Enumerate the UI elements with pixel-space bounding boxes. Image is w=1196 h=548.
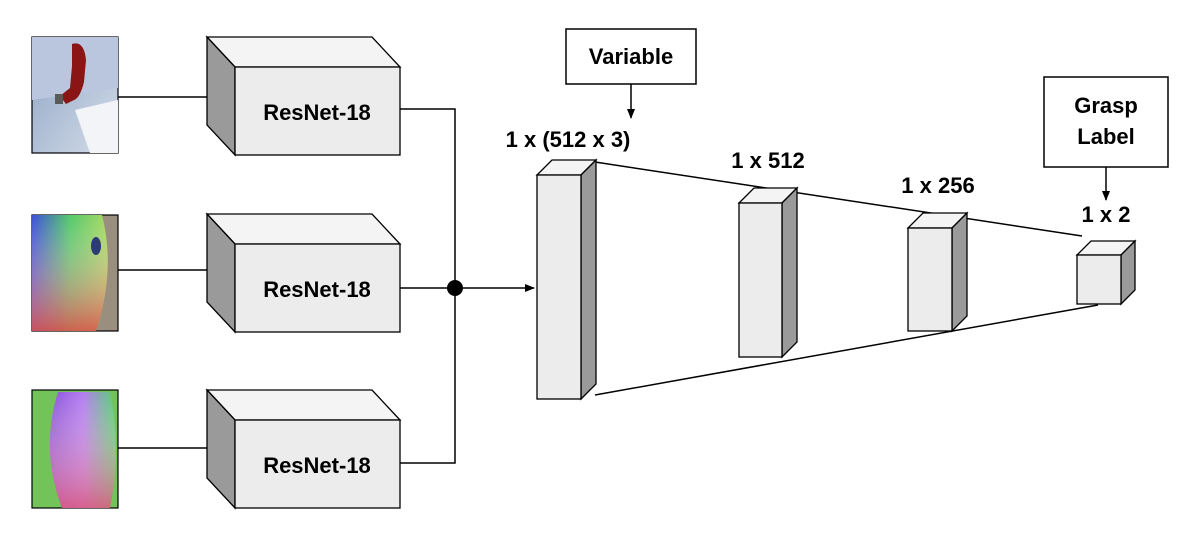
rgb-robot-scene-image <box>31 36 119 154</box>
resnet-encoder-2: ResNet-18 <box>205 212 402 334</box>
encoder-2-label: ResNet-18 <box>263 277 371 302</box>
concat-junction-dot <box>447 280 463 296</box>
layer-3-size-label: 1 x 256 <box>901 173 974 198</box>
object-normal-map-image <box>31 389 119 509</box>
encoder-1-label: ResNet-18 <box>263 100 371 125</box>
layer-1-size-label: 1 x (512 x 3) <box>506 127 631 152</box>
variable-annotation: Variable <box>565 28 697 119</box>
fc-layer-2 <box>737 186 799 359</box>
robot-arm-shape <box>60 43 86 104</box>
concat-connectors <box>400 108 535 464</box>
resnet-encoder-1: ResNet-18 <box>205 35 402 157</box>
output-layer <box>1075 239 1137 306</box>
grasp-label-annotation: Grasp Label <box>1043 76 1169 201</box>
surface-normal-map-image <box>31 214 119 332</box>
variable-label: Variable <box>589 44 673 69</box>
fc-layer-1 <box>535 158 598 401</box>
fc-layer-3 <box>906 211 969 333</box>
encoder-3-label: ResNet-18 <box>263 453 371 478</box>
layer-connection-lines <box>594 161 1099 396</box>
grasp-label-line-2: Label <box>1077 124 1134 149</box>
layer-2-size-label: 1 x 512 <box>731 148 804 173</box>
resnet-encoder-3: ResNet-18 <box>205 388 402 510</box>
output-size-label: 1 x 2 <box>1082 202 1131 227</box>
grasp-label-line-1: Grasp <box>1074 93 1138 118</box>
